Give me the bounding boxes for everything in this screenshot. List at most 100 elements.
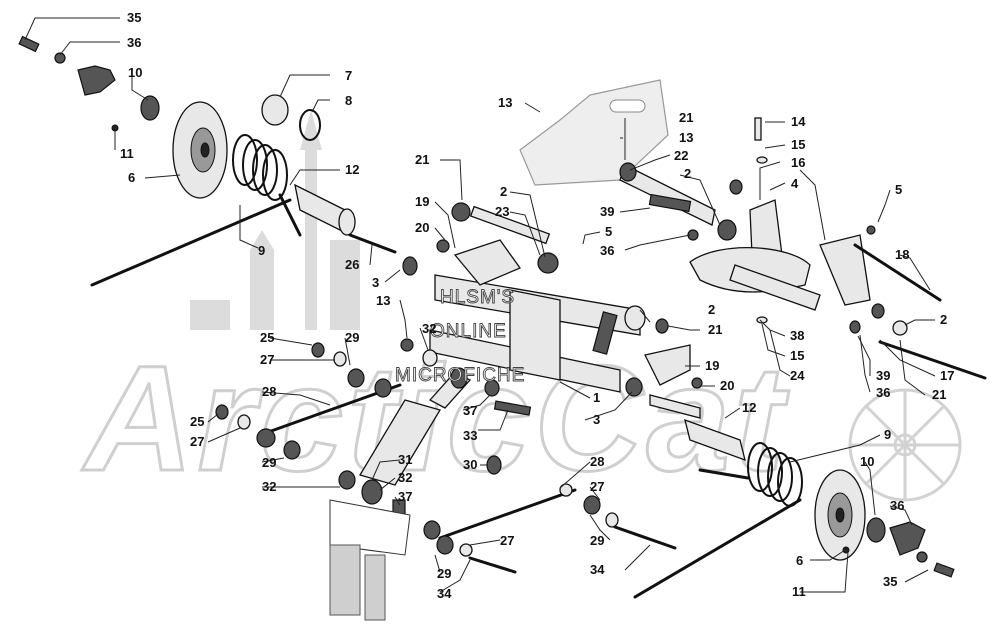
callout-5: 5 bbox=[895, 182, 902, 197]
callout-36: 36 bbox=[127, 35, 141, 50]
callout-10: 10 bbox=[128, 65, 142, 80]
left-spacer bbox=[140, 95, 160, 121]
callout-12: 12 bbox=[345, 162, 359, 177]
callout-21: 21 bbox=[708, 322, 722, 337]
link-bolt-34b bbox=[468, 556, 517, 574]
callout-12: 12 bbox=[742, 400, 756, 415]
lower-long-bolt bbox=[878, 340, 987, 380]
callout-6: 6 bbox=[796, 553, 803, 568]
callout-29: 29 bbox=[437, 566, 451, 581]
callout-28: 28 bbox=[262, 384, 276, 399]
callout-2: 2 bbox=[684, 166, 691, 181]
callout-27: 27 bbox=[190, 434, 204, 449]
callout-15: 15 bbox=[790, 348, 804, 363]
callout-27: 27 bbox=[590, 479, 604, 494]
callout-11: 11 bbox=[792, 584, 806, 599]
shock-body bbox=[359, 399, 441, 486]
left-wheel-assembly bbox=[18, 35, 418, 287]
right-torsion-spring bbox=[747, 442, 803, 507]
callout-19: 19 bbox=[705, 358, 719, 373]
right-shaft bbox=[649, 394, 701, 419]
shock-absorber bbox=[359, 367, 472, 519]
overlay-line-3: MICROFICHE bbox=[395, 365, 525, 386]
callout-20: 20 bbox=[720, 378, 734, 393]
snap-ring bbox=[299, 109, 321, 141]
lower-cross-shaft bbox=[729, 264, 821, 311]
callout-3: 3 bbox=[372, 275, 379, 290]
callout-9: 9 bbox=[884, 427, 891, 442]
callout-22: 22 bbox=[674, 148, 688, 163]
callout-29: 29 bbox=[345, 330, 359, 345]
bearing bbox=[261, 94, 289, 126]
track-inset bbox=[329, 499, 411, 556]
pivot-arm bbox=[509, 289, 561, 381]
microfiche-overlay: HLSM'S ONLINE MICROFICHE bbox=[395, 287, 525, 387]
callout-35: 35 bbox=[883, 574, 897, 589]
callout-18: 18 bbox=[895, 247, 909, 262]
adjuster-bolt bbox=[754, 117, 762, 141]
callout-25: 25 bbox=[260, 330, 274, 345]
callout-13: 13 bbox=[376, 293, 390, 308]
support-bracket bbox=[819, 234, 871, 306]
callout-28: 28 bbox=[590, 454, 604, 469]
callout-10: 10 bbox=[860, 454, 874, 469]
callout-5: 5 bbox=[605, 224, 612, 239]
left-torsion-spring bbox=[232, 134, 302, 237]
callout-15: 15 bbox=[791, 137, 805, 152]
left-bolt bbox=[18, 35, 40, 53]
link-bolt-34a bbox=[613, 525, 677, 550]
callout-37: 37 bbox=[398, 489, 412, 504]
callout-32: 32 bbox=[398, 470, 412, 485]
callout-35: 35 bbox=[127, 10, 141, 25]
callouts: 35 36 10 7 8 11 6 12 9 26 3 21 19 20 2 2… bbox=[120, 10, 954, 601]
callout-21: 21 bbox=[415, 152, 429, 167]
callout-2: 2 bbox=[500, 184, 507, 199]
callout-20: 20 bbox=[415, 220, 429, 235]
watermark-wheel bbox=[848, 388, 962, 502]
adjust-bolt-39a bbox=[648, 193, 692, 213]
center-frame bbox=[429, 202, 746, 462]
overlay-line-2: ONLINE bbox=[430, 321, 507, 342]
callout-13: 13 bbox=[679, 130, 693, 145]
callout-39: 39 bbox=[876, 368, 890, 383]
upper-bushing bbox=[451, 202, 471, 222]
left-cap bbox=[77, 65, 116, 96]
callout-38: 38 bbox=[790, 328, 804, 343]
callout-2: 2 bbox=[708, 302, 715, 317]
track-detail bbox=[329, 544, 386, 621]
scissor-links bbox=[215, 338, 677, 621]
callout-13: 13 bbox=[498, 95, 512, 110]
mounting-plate bbox=[519, 79, 669, 186]
callout-36: 36 bbox=[876, 385, 890, 400]
callout-16: 16 bbox=[791, 155, 805, 170]
callout-32: 32 bbox=[262, 479, 276, 494]
upper-shaft bbox=[469, 205, 551, 245]
callout-39: 39 bbox=[600, 204, 614, 219]
callout-2: 2 bbox=[940, 312, 947, 327]
mount-bracket-left bbox=[453, 239, 521, 286]
callout-1: 1 bbox=[593, 390, 600, 405]
callout-34: 34 bbox=[437, 586, 452, 601]
right-spring-arm bbox=[633, 498, 802, 599]
mount-bracket-right bbox=[644, 344, 691, 386]
left-spring-arm bbox=[90, 198, 292, 287]
lower-link-28b bbox=[438, 488, 577, 540]
callout-4: 4 bbox=[791, 176, 799, 191]
callout-37: 37 bbox=[463, 403, 477, 418]
callout-29: 29 bbox=[590, 533, 604, 548]
right-wheel-assembly bbox=[633, 442, 955, 599]
callout-21: 21 bbox=[932, 387, 946, 402]
overlay-line-1: HLSM'S bbox=[440, 287, 515, 308]
callout-6: 6 bbox=[128, 170, 135, 185]
left-washer bbox=[54, 52, 66, 64]
left-shaft bbox=[348, 233, 397, 254]
callout-11: 11 bbox=[120, 146, 134, 161]
callout-26: 26 bbox=[345, 257, 359, 272]
callout-14: 14 bbox=[791, 114, 806, 129]
callout-30: 30 bbox=[463, 457, 477, 472]
callout-3: 3 bbox=[593, 412, 600, 427]
callout-8: 8 bbox=[345, 93, 352, 108]
long-bolt bbox=[853, 243, 942, 302]
right-spacer-tube bbox=[684, 418, 746, 462]
